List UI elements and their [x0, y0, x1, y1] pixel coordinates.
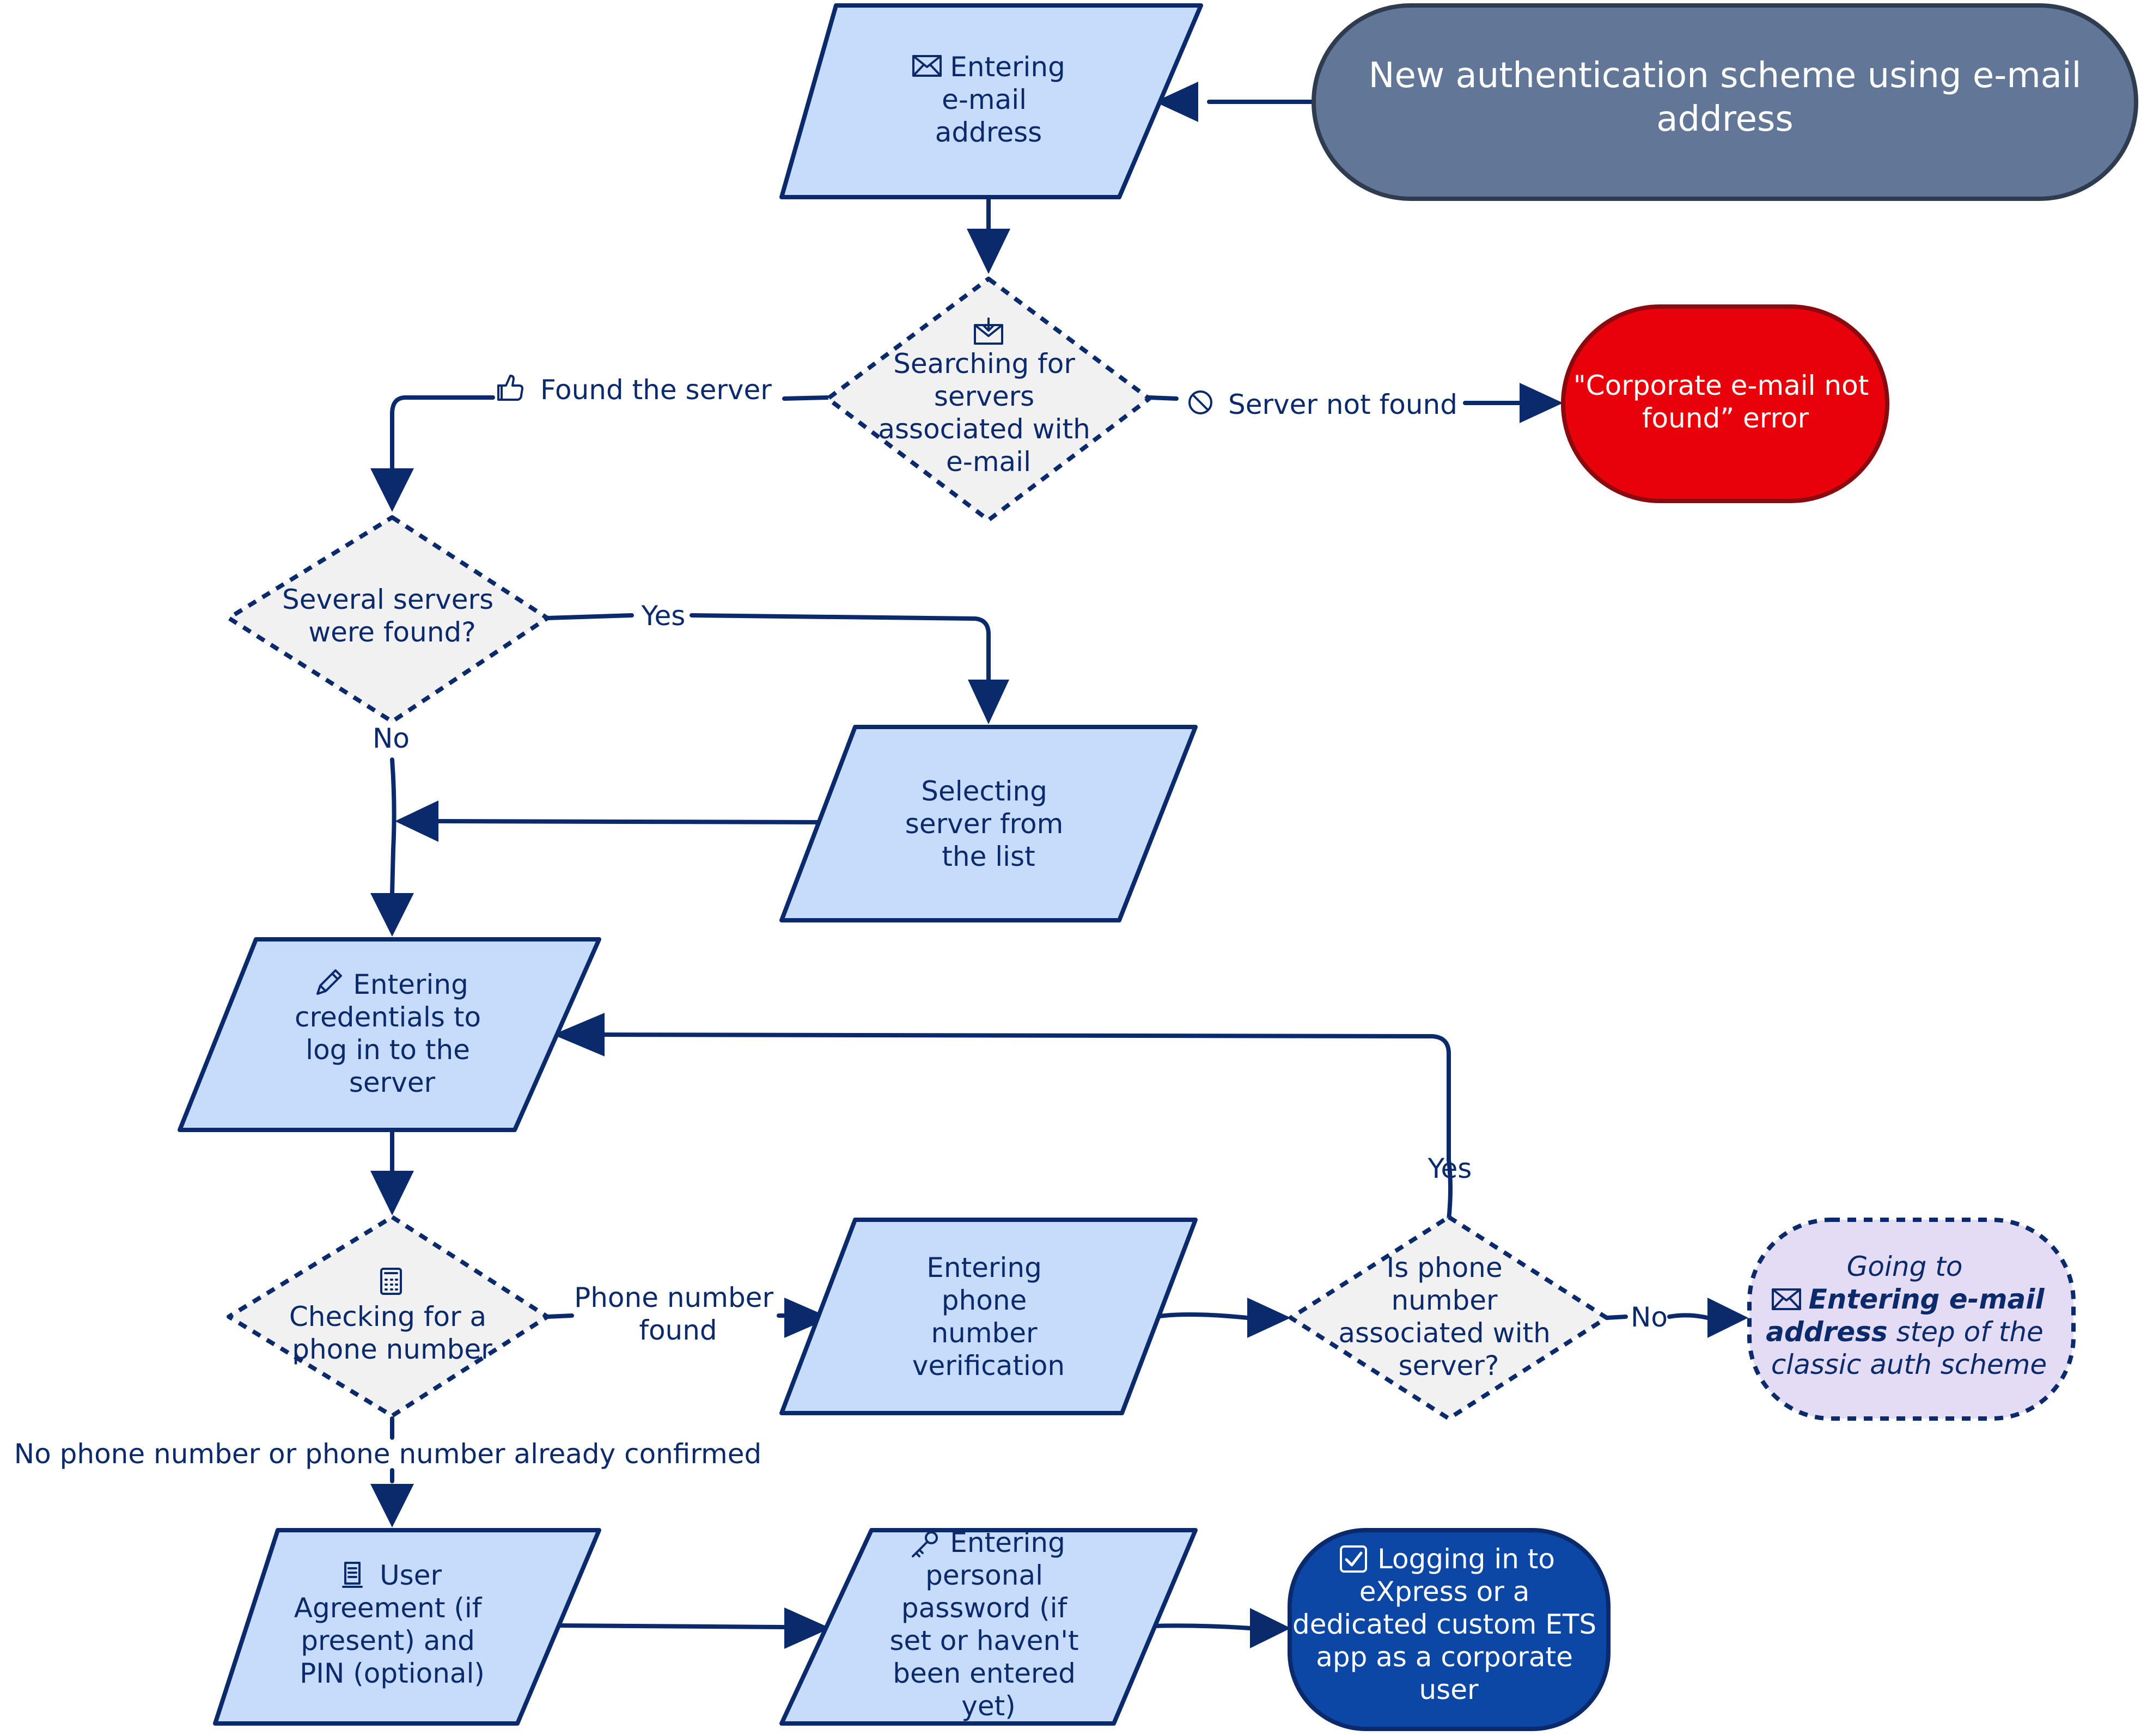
- edges: [370, 82, 1748, 1649]
- goto-mixed-line: address step of the: [1766, 1316, 2044, 1348]
- node-not-found-error-text: "Corporate e-mail not found” error: [1573, 370, 1877, 434]
- prohibited-icon: [1188, 390, 1212, 414]
- node-phone-assoc-text: Is phone number associated with server?: [1338, 1252, 1559, 1382]
- label-found-server-text: Found the server: [540, 374, 772, 406]
- label-assoc-no: No: [1631, 1301, 1668, 1333]
- edge-email-to-search: [967, 197, 1010, 274]
- node-credentials-text: Entering credentials to log in to the se…: [295, 969, 490, 1098]
- node-credentials: Entering credentials to log in to the se…: [178, 937, 601, 1132]
- label-server-not-found-text: Server not found: [1228, 389, 1457, 420]
- node-search-text: Searching for servers associated with e-…: [878, 348, 1099, 478]
- node-not-found-error: "Corporate e-mail not found” error: [1561, 304, 1889, 503]
- edge-phone-found: [545, 1298, 831, 1338]
- envelope-icon: [912, 55, 942, 77]
- edge-assoc-yes: [553, 1013, 1453, 1222]
- label-found-server: Found the server: [497, 374, 772, 406]
- node-select-server-text: Selecting server from the list: [905, 775, 1072, 872]
- document-icon: [342, 1562, 363, 1588]
- edge-found-server: [370, 395, 830, 512]
- edge-several-yes: [545, 613, 1009, 724]
- edge-start-to-email: [1155, 82, 1316, 122]
- label-server-not-found: Server not found: [1188, 389, 1457, 420]
- edge-select-to-credentials: [395, 800, 829, 842]
- edge-assoc-no: [1605, 1298, 1748, 1338]
- label-several-yes: Yes: [641, 600, 686, 632]
- goto-bold-line-1: Entering e-mail: [1809, 1283, 2045, 1315]
- node-phone-verify: Entering phone number verification: [779, 1218, 1198, 1415]
- node-check-phone-text: Checking for a phone number: [289, 1301, 495, 1365]
- checkbox-icon: [1340, 1545, 1367, 1573]
- node-enter-email: Entering e-mail address: [779, 3, 1203, 199]
- node-several: Several servers were found?: [227, 515, 550, 724]
- edge-labels: Found the server Server not found Yes No…: [14, 374, 1668, 1470]
- edge-credentials-to-check: [370, 1128, 414, 1215]
- node-select-server: Selecting server from the list: [779, 725, 1198, 922]
- edge-server-not-found: [1147, 383, 1563, 423]
- node-goto-classic-text: Going to Entering e-mail address step of…: [1766, 1251, 2053, 1380]
- node-login-text: Logging in to eXpress or a dedicated cus…: [1292, 1543, 1605, 1706]
- calculator-icon: [380, 1268, 402, 1295]
- node-password-text: Entering personal password (if set or ha…: [890, 1527, 1088, 1722]
- node-phone-verify-text: Entering phone number verification: [912, 1252, 1065, 1382]
- node-several-text: Several servers were found?: [282, 584, 502, 648]
- node-agreement: User Agreement (if present) and PIN (opt…: [213, 1528, 601, 1726]
- node-enter-email-text: Entering e-mail address: [935, 51, 1074, 148]
- edge-agreement-to-password: [553, 1607, 831, 1649]
- node-login: Logging in to eXpress or a dedicated cus…: [1288, 1528, 1611, 1731]
- label-several-no: No: [373, 723, 410, 754]
- key-icon: [912, 1531, 938, 1557]
- pencil-icon: [316, 969, 342, 995]
- envelope-icon: [1772, 1288, 1801, 1310]
- label-assoc-yes: Yes: [1428, 1153, 1472, 1184]
- node-agreement-text: User Agreement (if present) and PIN (opt…: [294, 1560, 491, 1689]
- goto-prefix: Going to: [1847, 1251, 1963, 1282]
- edge-several-no: [370, 757, 414, 937]
- label-phone-found: Phone number found: [574, 1282, 782, 1346]
- edge-no-phone: [370, 1416, 414, 1527]
- thumbs-up-icon: [497, 375, 523, 401]
- node-search: Searching for servers associated with e-…: [826, 277, 1151, 522]
- node-check-phone: Checking for a phone number: [227, 1215, 550, 1418]
- edge-verify-to-assoc: [1147, 1298, 1291, 1338]
- label-no-phone: No phone number or phone number already …: [14, 1438, 762, 1470]
- node-password: Entering personal password (if set or ha…: [779, 1527, 1198, 1726]
- node-phone-assoc: Is phone number associated with server?: [1289, 1215, 1609, 1421]
- inbox-download-icon: [974, 317, 1003, 345]
- node-goto-classic: Going to Entering e-mail address step of…: [1747, 1218, 2076, 1421]
